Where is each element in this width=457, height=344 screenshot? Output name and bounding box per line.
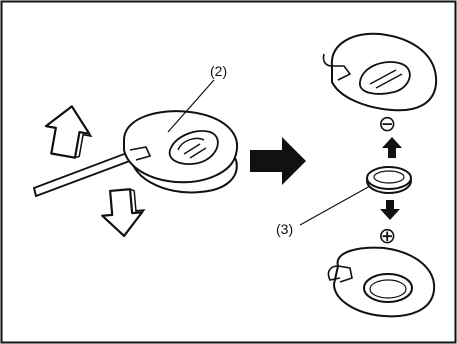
plus-terminal-label: ⊕ xyxy=(378,224,396,249)
minus-terminal-label: ⊖ xyxy=(378,112,396,137)
up-arrow-icon xyxy=(44,105,93,159)
coin-battery-icon xyxy=(366,166,412,194)
leader-line-3 xyxy=(299,185,371,226)
leader-line-2 xyxy=(167,79,215,133)
label-part-3: (3) xyxy=(276,221,293,237)
key-fob-2 xyxy=(123,110,239,194)
down-arrow-icon xyxy=(101,188,146,238)
small-down-arrow-icon xyxy=(380,200,400,220)
small-up-arrow-icon xyxy=(382,137,402,158)
right-arrow-icon xyxy=(250,137,306,185)
lower-cover xyxy=(327,246,436,318)
upper-cover xyxy=(322,32,438,112)
label-part-2: (2) xyxy=(210,63,227,79)
